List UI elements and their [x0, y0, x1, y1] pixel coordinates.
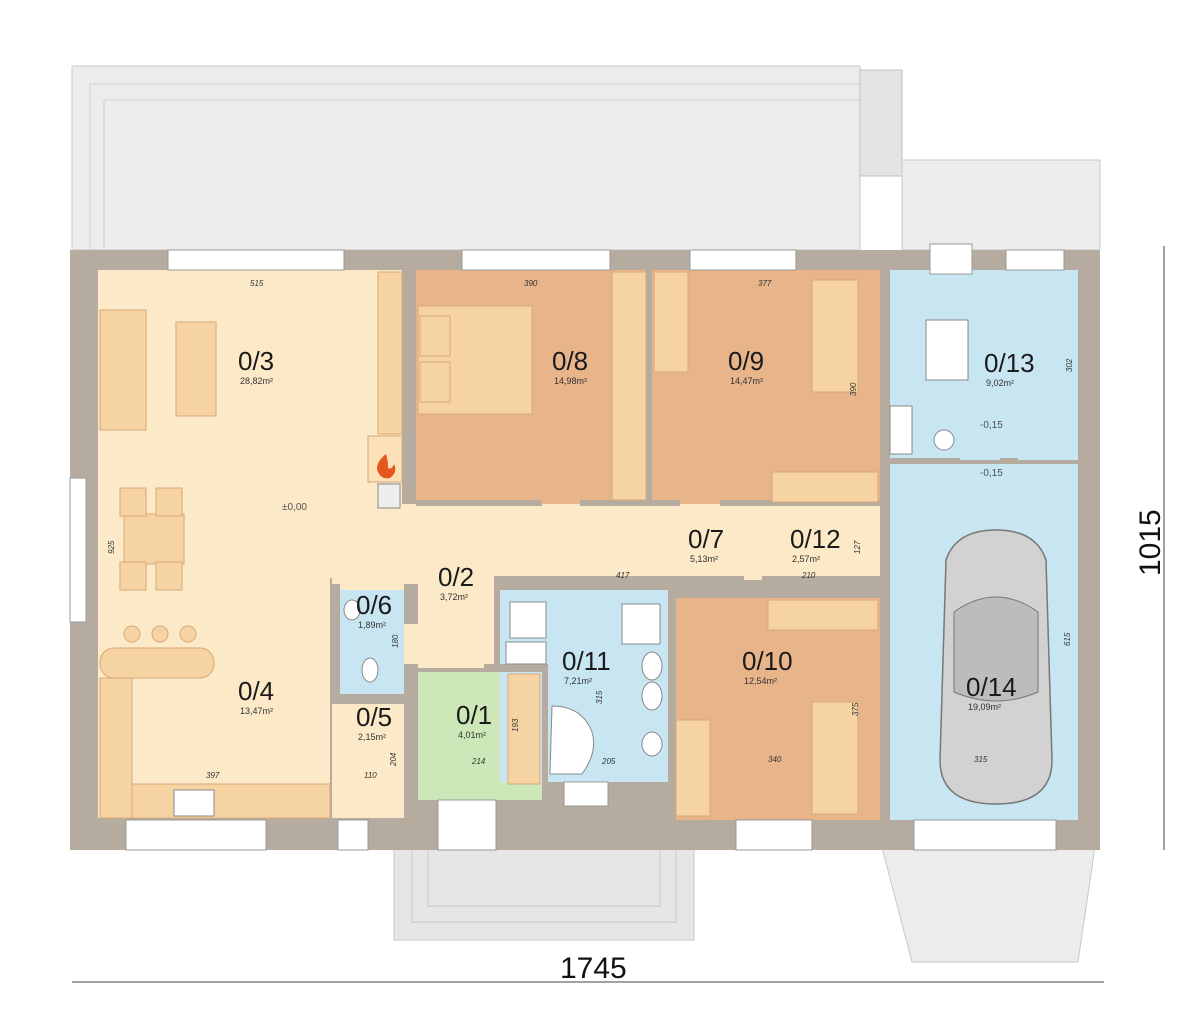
dim-text: 127 [853, 540, 862, 554]
room-area: 5,13m² [690, 554, 718, 564]
level-mark-garage: -0,15 [980, 468, 1003, 479]
room-area: 28,82m² [240, 376, 273, 386]
stove-unit [377, 483, 401, 509]
room-label: 0/7 [688, 524, 724, 554]
room-13 [888, 270, 1078, 460]
room-area: 19,09m² [968, 702, 1001, 712]
room-label: 0/1 [456, 700, 492, 730]
room-label: 0/3 [238, 346, 274, 376]
room-area: 1,89m² [358, 620, 386, 630]
sanitary-fixtures [173, 319, 969, 817]
room-area: 14,98m² [554, 376, 587, 386]
dim-text: 390 [524, 279, 538, 288]
dim-text: 375 [851, 702, 860, 716]
room-label: 0/11 [562, 646, 611, 676]
overall-depth-label: 1015 [1134, 509, 1167, 576]
interior-walls [330, 250, 1018, 822]
room-area: 14,47m² [730, 376, 763, 386]
overall-width-label: 1745 [560, 952, 627, 985]
level-mark-laundry: -0,15 [980, 420, 1003, 431]
room-corridor [402, 504, 888, 580]
driveway [879, 839, 1097, 963]
room-area: 2,15m² [358, 732, 386, 742]
dim-text: 315 [595, 690, 604, 704]
room-area: 13,47m² [240, 706, 273, 716]
dim-text: 615 [1063, 632, 1072, 646]
room-label: 0/5 [356, 702, 392, 732]
level-mark-living: ±0,00 [282, 502, 307, 513]
dim-text: 302 [1065, 358, 1074, 372]
room-label: 0/8 [552, 346, 588, 376]
room-05 [340, 704, 404, 818]
dim-text: 340 [768, 755, 782, 764]
dim-text: 925 [107, 540, 116, 554]
dim-text: 205 [601, 757, 616, 766]
dim-text: 315 [974, 755, 988, 764]
room-label: 0/9 [728, 346, 764, 376]
windows [69, 243, 1065, 851]
room-area: 7,21m² [564, 676, 592, 686]
dim-text: 397 [206, 771, 220, 780]
room-label: 0/2 [438, 562, 474, 592]
room-area: 9,02m² [986, 378, 1014, 388]
room-area: 12,54m² [744, 676, 777, 686]
room-label: 0/4 [238, 676, 274, 706]
room-label: 0/13 [984, 348, 1035, 378]
dim-text: 214 [471, 757, 486, 766]
room-area: 3,72m² [440, 592, 468, 602]
dim-text: 210 [801, 571, 816, 580]
room-label: 0/14 [966, 672, 1017, 702]
room-label: 0/10 [742, 646, 793, 676]
dim-text: 390 [849, 382, 858, 396]
garage-apron [901, 159, 1101, 251]
room-area: 2,57m² [792, 554, 820, 564]
dim-text: 515 [250, 279, 264, 288]
room-label: 0/6 [356, 590, 392, 620]
room-area: 4,01m² [458, 730, 486, 740]
dim-text: 377 [758, 279, 772, 288]
furniture [99, 271, 879, 819]
dim-text: 193 [511, 718, 520, 732]
room-kitchen-area [98, 578, 330, 818]
room-label: 0/12 [790, 524, 841, 554]
fireplace-icon [377, 454, 396, 479]
dim-text: 110 [364, 771, 377, 780]
chimney-block [859, 69, 903, 177]
dim-text: 417 [616, 571, 630, 580]
dim-text: 180 [391, 634, 400, 648]
dim-text: 204 [389, 752, 398, 767]
terrace [71, 65, 861, 251]
dimensions: 515 390 377 925 397 110 204 180 193 214 … [107, 279, 1074, 780]
